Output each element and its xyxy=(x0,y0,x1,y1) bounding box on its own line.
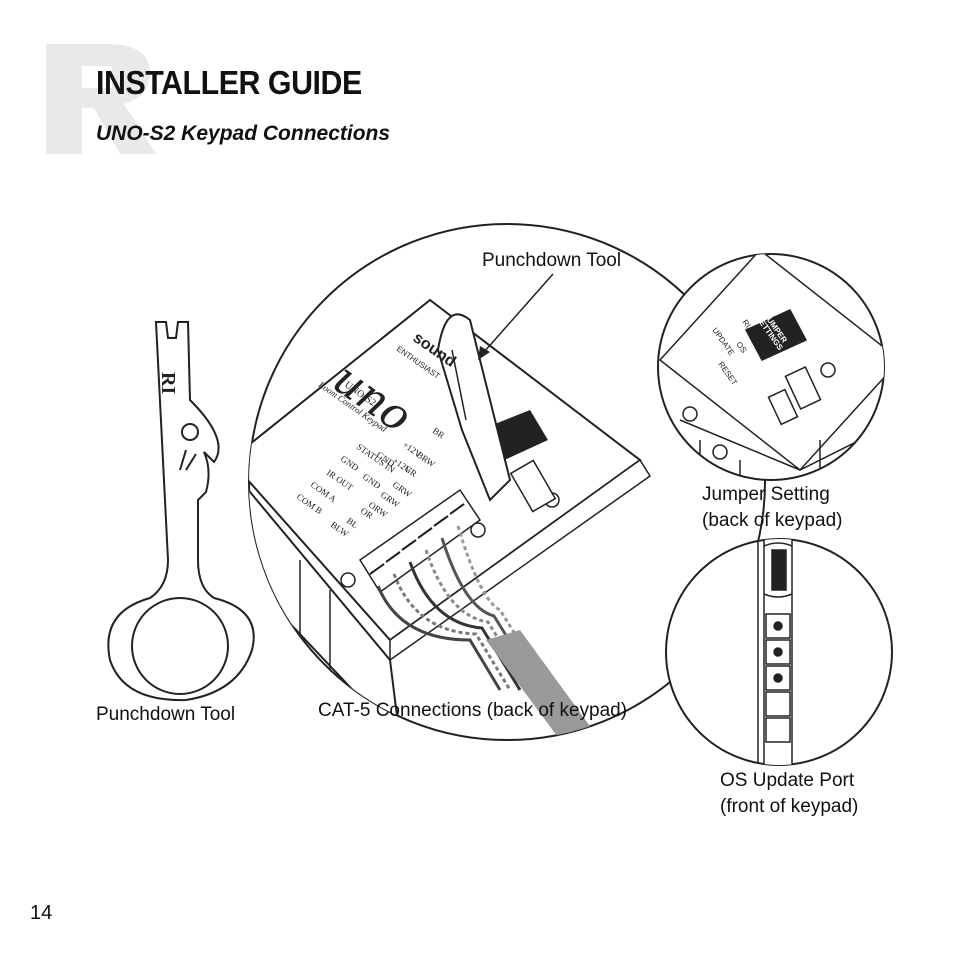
jumper-setting-label-line2: (back of keypad) xyxy=(702,510,843,531)
punchdown-tool-label-bottom: Punchdown Tool xyxy=(96,704,236,725)
os-update-port-label: OS Update Port (front of keypad) xyxy=(720,768,858,820)
ri-logo-graphic xyxy=(46,44,156,154)
page-title: INSTALLER GUIDE xyxy=(96,64,362,101)
os-port-detail-circle xyxy=(665,538,893,766)
punchdown-tool-drawing xyxy=(107,321,255,702)
jumper-setting-label-line1: Jumper Setting xyxy=(702,484,830,505)
page-number: 14 xyxy=(30,902,53,924)
punchdown-leader-line xyxy=(478,273,554,360)
ri-logo xyxy=(46,44,158,154)
jumper-setting-label: Jumper Setting (back of keypad) xyxy=(702,482,842,534)
page-subtitle: UNO-S2 Keypad Connections xyxy=(96,122,391,145)
punchdown-tool-label-top: Punchdown Tool xyxy=(482,250,622,271)
cat5-connections-label: CAT-5 Connections (back of keypad) xyxy=(318,700,628,721)
os-update-port-label-line1: OS Update Port xyxy=(720,770,855,791)
cat5-detail-circle: uno sound ENTHUSIAST UNO-S2 Room Control… xyxy=(248,223,766,741)
os-update-port-label-line2: (front of keypad) xyxy=(720,796,859,817)
jumper-detail-circle: JUMPER SETTINGS RUN OS UPDATE RESET xyxy=(657,253,885,481)
tool-logo-mark: RI xyxy=(157,372,179,394)
